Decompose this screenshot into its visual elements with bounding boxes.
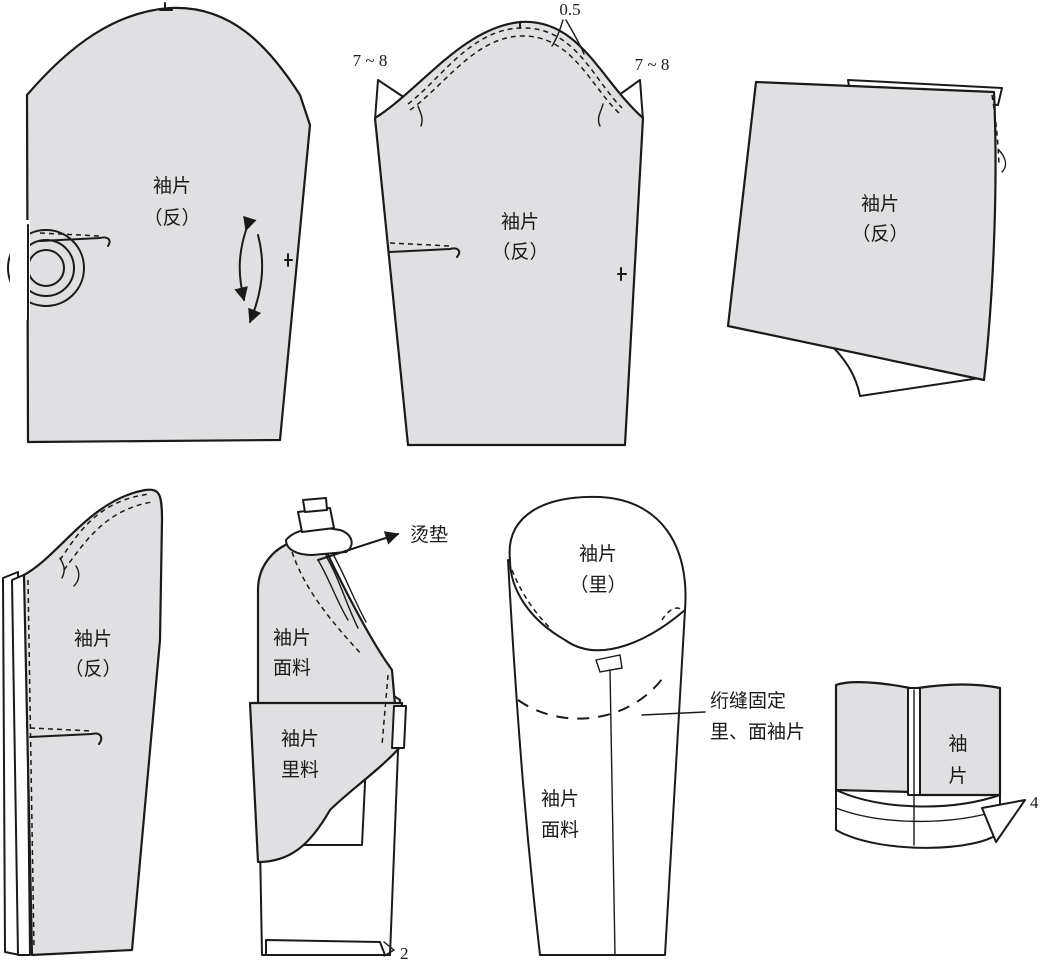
sleeve-piece-outline [22, 488, 164, 957]
panel-2-sleeve-reverse: 0.5 7 ~ 8 7 ~ 8 袖片 （反） [353, 0, 670, 447]
callout-arrow [317, 531, 400, 561]
side-notch-mark [617, 267, 627, 281]
body-line2: 面料 [541, 819, 579, 841]
callout-leader [641, 711, 706, 716]
gather-tick-2 [73, 565, 80, 587]
dim-top-leader-1 [551, 19, 564, 47]
sleeve-head-stitch-outer [59, 493, 151, 561]
panel-7-sleeve-cuff: 4 袖 片 [834, 681, 1039, 849]
callout-label: 烫垫 [410, 524, 448, 546]
elbow-dart-stitch [389, 242, 451, 247]
face-fabric-piece [256, 538, 397, 707]
press-arrow-curve [248, 234, 264, 324]
pressing-ham-top [302, 497, 328, 513]
dim-bottom-leader [383, 941, 396, 957]
label-line1: 袖片 [74, 628, 112, 650]
label-line2: （反） [143, 207, 200, 229]
sleeve-piece-right [916, 683, 1002, 797]
lining-fold-mark [595, 654, 623, 673]
sleeve-piece-outline [373, 20, 645, 447]
face-line2: 面料 [273, 657, 311, 679]
dim-top-leader-2 [565, 19, 585, 55]
panel-3-folded-sleeve-reverse: 袖片 （反） [726, 79, 1007, 397]
top-line2: （里） [569, 574, 626, 596]
label-line2: （反） [64, 658, 121, 680]
left-gather-tick [417, 105, 423, 127]
edge-tick [998, 149, 1007, 173]
gather-tick-1 [59, 557, 65, 579]
top-notch-mark [159, 2, 173, 11]
lining-line2: 里料 [281, 759, 319, 781]
dim-left: 7 ~ 8 [353, 51, 388, 70]
top-line1: 袖片 [579, 543, 617, 565]
label-line1: 袖片 [501, 211, 539, 233]
sleeve-head-stitch-inner [63, 501, 153, 571]
callout-line1: 绗缝固定 [710, 690, 786, 712]
elbow-dart-stitch [29, 727, 93, 732]
cuff-fold-line [835, 807, 1001, 823]
lining-fabric-piece [248, 701, 404, 864]
right-gather-tick [597, 103, 604, 127]
cuff-hem-band [835, 789, 1001, 849]
sleeve-face-tube [507, 559, 686, 956]
sleeve-piece-outline [726, 80, 997, 382]
side-notch-mark [284, 253, 293, 267]
dim-top: 0.5 [559, 0, 580, 19]
side-clip [391, 705, 407, 749]
dim: 4 [1030, 793, 1039, 812]
label-line1: 袖片 [861, 193, 899, 215]
cuff-corner-flap [981, 799, 1026, 843]
gathering-stitch-inner [409, 35, 621, 115]
label-line2: （反） [851, 223, 908, 245]
sleeve-cuff-tube [259, 679, 401, 956]
dim-right: 7 ~ 8 [635, 55, 670, 74]
elbow-dart-line [39, 236, 111, 247]
panel-4-sleeve-reverse-sewn: 袖片 （反） [2, 488, 164, 957]
elbow-dart-line [29, 732, 103, 745]
dim-bottom: 2 [400, 944, 409, 963]
panel-1-sleeve-reverse: 袖片 （反） [7, 2, 312, 444]
underarm-seam-stitch [27, 579, 35, 949]
edge-stitch [991, 94, 1000, 166]
press-arrow-up-down [234, 215, 257, 302]
panel-6-sleeve-lining-inserted: 袖片 （里） 袖片 面料 绗缝固定 里、面袖片 [507, 495, 805, 956]
cuff-hem-strip [265, 939, 386, 956]
lining-line1: 袖片 [281, 728, 319, 750]
callout-line2: 里、面袖片 [710, 721, 805, 743]
label-line2: 片 [948, 765, 967, 787]
sleeve-center-crease [609, 669, 616, 956]
face-line1: 袖片 [273, 627, 311, 649]
elbow-dart-line [389, 247, 461, 258]
sleeve-piece-left [834, 681, 914, 794]
rolled-fabric-circles [7, 220, 85, 321]
pressing-ham [285, 527, 353, 556]
label-line1: 袖 [948, 733, 967, 755]
label-line2: （反） [491, 241, 548, 263]
label-line1: 袖片 [153, 175, 191, 197]
sleeve-piece-outline [25, 6, 312, 444]
seam-stitch-vertical [381, 674, 389, 746]
sleeve-lining-top-oval [508, 495, 687, 652]
ease-gather-marks [317, 555, 367, 629]
sleeve-head-stitch [291, 551, 363, 656]
elbow-dart-stitch [39, 232, 101, 237]
panel-5-sleeve-face-and-lining: 2 烫垫 袖片 面料 袖片 里料 [248, 497, 448, 963]
lining-edge-stitch-right [661, 607, 683, 621]
body-line1: 袖片 [541, 788, 579, 810]
